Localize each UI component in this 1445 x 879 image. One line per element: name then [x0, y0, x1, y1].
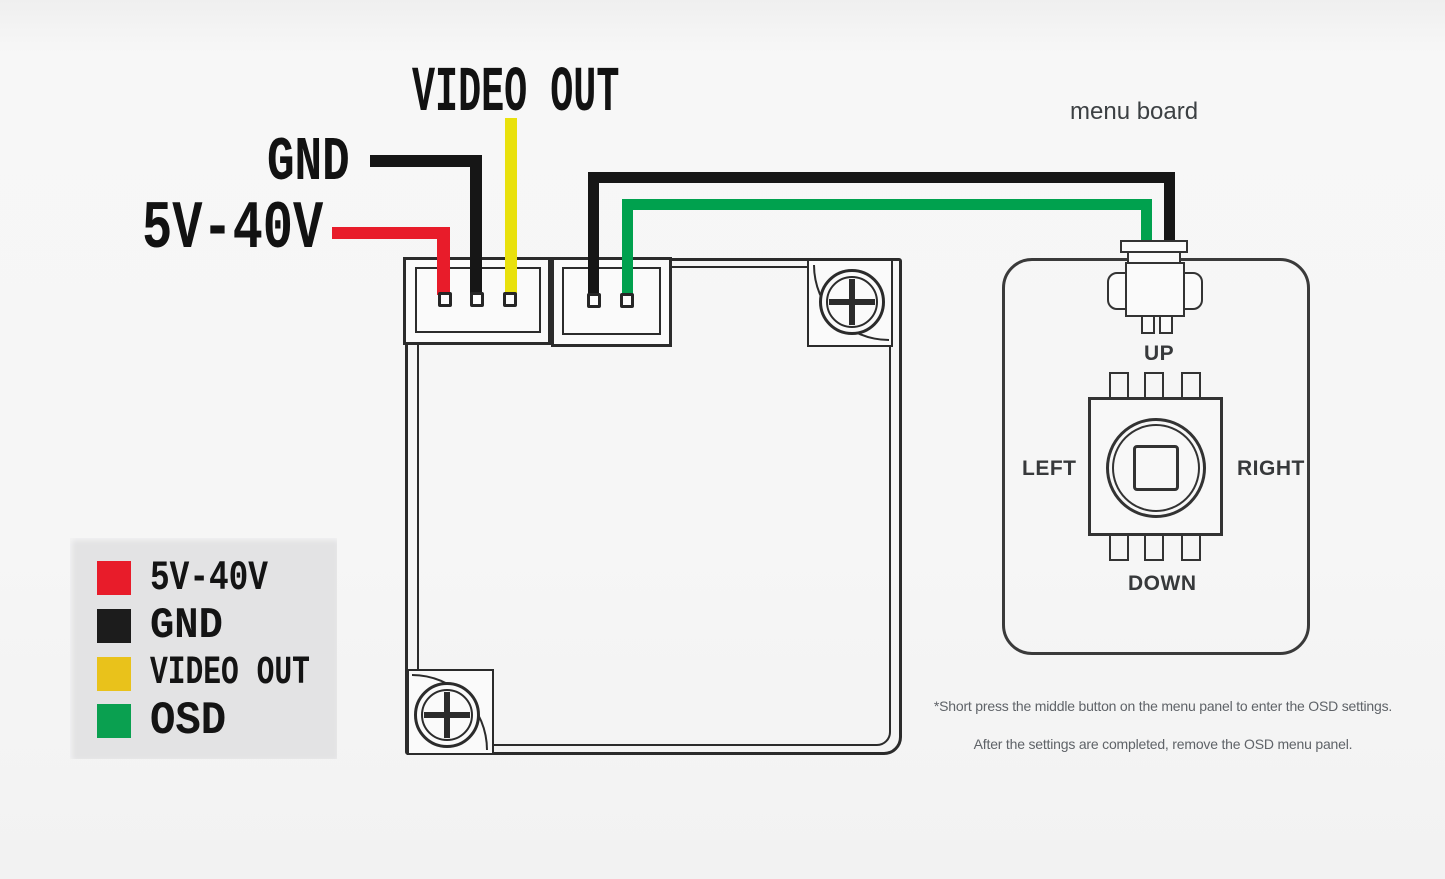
joystick-tab [1144, 534, 1164, 561]
legend-item-video: VIDEO OUT [97, 651, 366, 696]
legend-item-power: 5V-40V [97, 554, 301, 602]
menu-gnd-wire-horizontal [588, 172, 1175, 183]
gnd-wire-horizontal [370, 155, 482, 167]
joystick-tab [1144, 372, 1164, 399]
joystick-down-label: DOWN [1128, 572, 1197, 595]
joystick-tab [1181, 534, 1201, 561]
power-wire-horizontal [332, 227, 450, 239]
legend-swatch-video [97, 657, 131, 691]
legend-item-gnd: GND [97, 604, 229, 648]
legend-swatch-gnd [97, 609, 131, 643]
screw-cross-h [829, 299, 875, 305]
pin-power [438, 292, 452, 307]
joystick-tab [1109, 372, 1129, 399]
osd-wire-left-vertical [622, 199, 633, 298]
gnd-label: GND [267, 127, 350, 198]
footnote-line1: *Short press the middle button on the me… [933, 698, 1393, 714]
legend-label: 5V-40V [150, 554, 268, 602]
menu-connector-wing-left [1107, 272, 1127, 310]
video-out-label: VIDEO OUT [412, 58, 620, 130]
menu-gnd-wire-right-vertical [1164, 172, 1175, 248]
gnd-wire-vertical [470, 155, 482, 295]
legend-swatch-power [97, 561, 131, 595]
osd-wire-horizontal [622, 199, 1152, 210]
joystick-right-label: RIGHT [1237, 457, 1305, 480]
legend-label: GND [150, 601, 223, 651]
connector-inner [562, 267, 661, 335]
power-label: 5V-40V [142, 191, 324, 268]
pin-video [503, 292, 517, 307]
joystick-tab [1181, 372, 1201, 399]
screw-ring [826, 276, 878, 328]
joystick-up-label: UP [1144, 342, 1175, 365]
video-wire [505, 118, 517, 295]
menu-connector-wing-right [1183, 272, 1203, 310]
legend-swatch-osd [97, 704, 131, 738]
menu-board-title: menu board [1070, 98, 1199, 125]
menu-connector-pin [1141, 315, 1155, 334]
legend-label: OSD [150, 695, 227, 747]
joystick-ring-outer [1106, 418, 1206, 518]
osd-wire-right-vertical [1141, 199, 1152, 248]
joystick-center-button [1133, 445, 1179, 491]
pin-gnd [470, 292, 484, 307]
menu-connector-body [1125, 262, 1185, 317]
screw-cross-h [424, 712, 470, 718]
footnotes: *Short press the middle button on the me… [918, 698, 1408, 752]
menu-connector-pin [1159, 315, 1173, 334]
screw-ring [421, 689, 473, 741]
menu-gnd-wire-left-vertical [588, 172, 599, 298]
power-wire-vertical [437, 227, 450, 295]
legend-panel: 5V-40V GND VIDEO OUT OSD [70, 538, 337, 759]
pin-osd-signal [620, 293, 634, 308]
legend-item-osd: OSD [97, 698, 233, 744]
connector-outer [551, 257, 672, 347]
pin-osd-gnd [587, 293, 601, 308]
footnote-line2: After the settings are completed, remove… [973, 736, 1353, 752]
joystick-tab [1109, 534, 1129, 561]
joystick-ring-inner [1112, 424, 1200, 512]
legend-label: VIDEO OUT [150, 651, 310, 696]
joystick-left-label: LEFT [1022, 457, 1077, 480]
